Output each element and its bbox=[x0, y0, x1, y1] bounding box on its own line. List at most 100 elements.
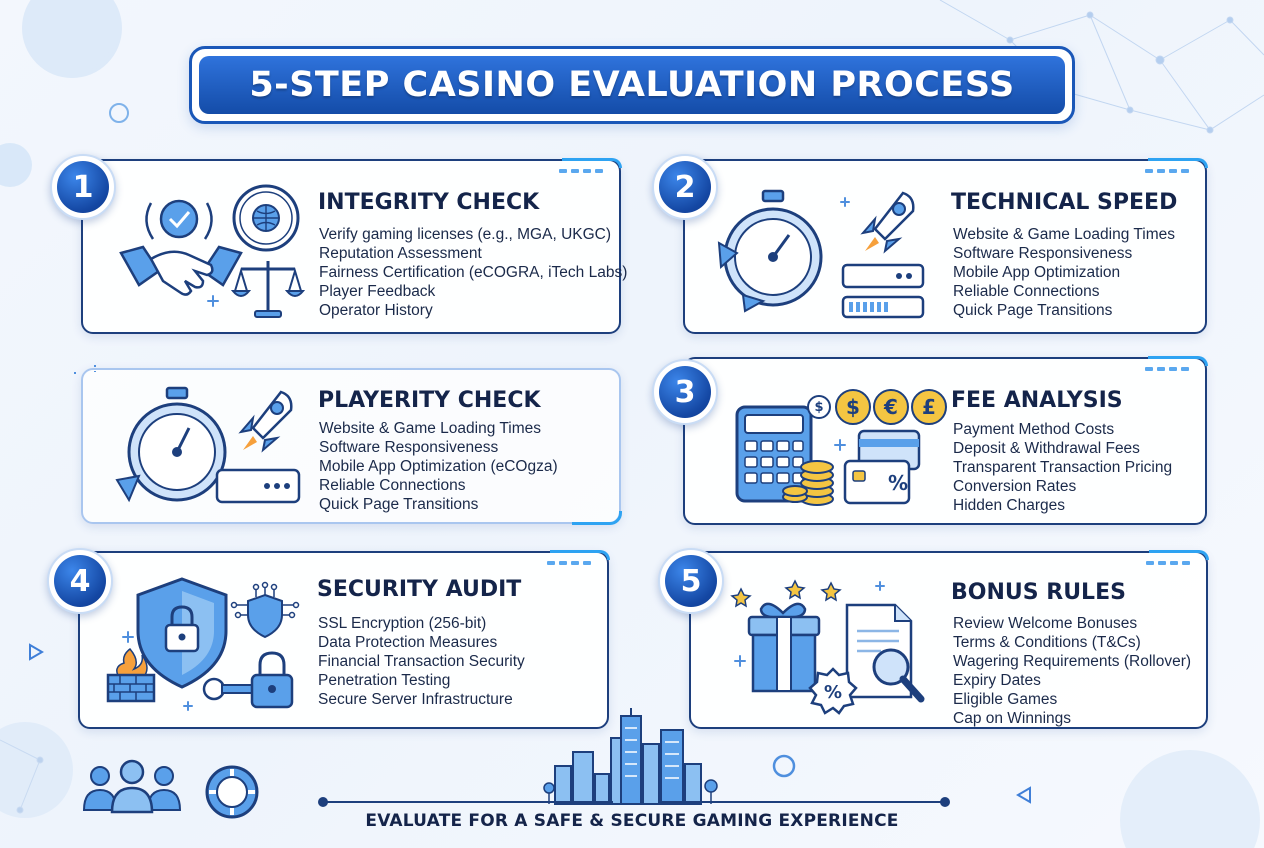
list-item: Reliable Connections bbox=[319, 477, 466, 494]
step-number: 5 bbox=[665, 555, 717, 607]
step-badge-3: 3 bbox=[652, 359, 718, 425]
title-banner: 5-STEP CASINO EVALUATION PROCESS bbox=[189, 46, 1075, 124]
step-number: 2 bbox=[659, 161, 711, 213]
list-item: Website & Game Loading Times bbox=[319, 420, 541, 437]
step-badge-1: 1 bbox=[50, 154, 116, 220]
stopwatch-icon bbox=[717, 189, 823, 313]
list-item: Wagering Requirements (Rollover) bbox=[953, 653, 1192, 670]
list-item: Mobile App Optimization bbox=[953, 264, 1121, 281]
page-title: 5-STEP CASINO EVALUATION PROCESS bbox=[249, 65, 1015, 105]
card-security-audit: SECURITY AUDIT SSL Encryption (256-bit) … bbox=[78, 550, 610, 729]
footer-divider-left bbox=[323, 801, 613, 803]
document-search-icon bbox=[845, 603, 925, 703]
card-accent-corner bbox=[550, 550, 610, 560]
list-item: Secure Server Infrastructure bbox=[318, 691, 513, 708]
city-skyline-illustration bbox=[543, 708, 718, 805]
step-number: 3 bbox=[659, 366, 711, 418]
title-banner-fill: 5-STEP CASINO EVALUATION PROCESS bbox=[199, 56, 1065, 114]
integrity-illustration bbox=[119, 199, 243, 296]
step-badge-4: 4 bbox=[47, 548, 113, 614]
list-item: Reliable Connections bbox=[953, 283, 1100, 300]
card-item-list: Verify gaming licenses (e.g., MGA, UKGC)… bbox=[319, 225, 627, 320]
footer-divider-end-dot bbox=[940, 797, 950, 807]
stopwatch-icon bbox=[115, 386, 227, 503]
handshake-icon bbox=[119, 245, 243, 296]
coin-dollar: $ bbox=[835, 389, 871, 425]
card-dots bbox=[1145, 367, 1189, 371]
card-title: SECURITY AUDIT bbox=[317, 577, 522, 602]
card-accent-corner bbox=[562, 158, 622, 168]
list-item: Website & Game Loading Times bbox=[953, 226, 1175, 243]
server-icon bbox=[215, 468, 301, 504]
list-item: Fairness Certification (eCOGRA, iTech La… bbox=[319, 264, 628, 281]
list-item: Terms & Conditions (T&Cs) bbox=[953, 634, 1141, 651]
list-item: Operator History bbox=[319, 302, 433, 319]
credit-card-icon bbox=[843, 429, 921, 505]
footer-tagline: EVALUATE FOR A SAFE & SECURE GAMING EXPE… bbox=[365, 811, 899, 831]
list-item: Transparent Transaction Pricing bbox=[953, 459, 1173, 476]
list-item: Hidden Charges bbox=[953, 497, 1066, 514]
card-item-list: Website & Game Loading Times Software Re… bbox=[319, 419, 558, 514]
card-item-list: Review Welcome Bonuses Terms & Condition… bbox=[953, 614, 1191, 728]
card-accent-corner bbox=[1148, 158, 1208, 168]
rocket-icon bbox=[860, 191, 915, 254]
list-item: Software Responsiveness bbox=[953, 245, 1133, 262]
list-item: Review Welcome Bonuses bbox=[953, 615, 1138, 632]
key-padlock-icon bbox=[202, 651, 294, 709]
card-dots bbox=[1145, 169, 1189, 173]
rocket-icon bbox=[238, 390, 293, 453]
list-item: Mobile App Optimization (eCOgza) bbox=[319, 458, 558, 475]
list-item: Player Feedback bbox=[319, 283, 436, 300]
percent-symbol: % bbox=[888, 471, 909, 495]
list-item: Expiry Dates bbox=[953, 672, 1041, 689]
step-number: 1 bbox=[57, 161, 109, 213]
card-item-list: Payment Method Costs Deposit & Withdrawa… bbox=[953, 420, 1172, 515]
shield-lock-icon bbox=[136, 577, 228, 689]
card-accent-corner bbox=[572, 511, 622, 525]
step-badge-5: 5 bbox=[658, 548, 724, 614]
footer-divider-right bbox=[660, 801, 944, 803]
card-title: PLAYERITY CHECK bbox=[318, 388, 541, 413]
svg-text:%: % bbox=[824, 682, 842, 703]
coin-euro: € bbox=[873, 389, 909, 425]
card-accent-corner bbox=[1149, 550, 1209, 560]
card-playerity-check: PLAYERITY CHECK Website & Game Loading T… bbox=[81, 368, 622, 525]
laurel-badge-icon bbox=[145, 199, 213, 240]
list-item: SSL Encryption (256-bit) bbox=[318, 615, 487, 632]
server-icon bbox=[841, 263, 925, 319]
list-item: Cap on Winnings bbox=[953, 710, 1072, 727]
card-technical-speed: TECHNICAL SPEED Website & Game Loading T… bbox=[683, 158, 1208, 334]
list-item: Data Protection Measures bbox=[318, 634, 498, 651]
card-dots bbox=[547, 561, 591, 565]
list-item: Software Responsiveness bbox=[319, 439, 499, 456]
list-item: Conversion Rates bbox=[953, 478, 1077, 495]
coin-stack-icon bbox=[782, 460, 834, 506]
list-item: Penetration Testing bbox=[318, 672, 451, 689]
card-item-list: Website & Game Loading Times Software Re… bbox=[953, 225, 1175, 320]
step-badge-2: 2 bbox=[652, 154, 718, 220]
card-item-list: SSL Encryption (256-bit) Data Protection… bbox=[318, 614, 525, 709]
firewall-icon bbox=[106, 647, 156, 703]
people-group-icon bbox=[82, 759, 182, 814]
card-fee-analysis: % $ $ € £ FEE ANALYSIS Payment Method Co… bbox=[683, 356, 1208, 525]
coin-dollar-small: $ bbox=[807, 395, 831, 419]
list-item: Quick Page Transitions bbox=[319, 496, 479, 513]
licensed-seal-icon bbox=[232, 184, 300, 252]
card-title: FEE ANALYSIS bbox=[951, 388, 1123, 413]
list-item: Quick Page Transitions bbox=[953, 302, 1113, 319]
card-title: BONUS RULES bbox=[951, 580, 1126, 605]
card-bonus-rules: % BONUS RULES Review Welcome Bonuses Ter… bbox=[689, 550, 1209, 729]
percent-badge-icon: % bbox=[808, 667, 858, 715]
step-number: 4 bbox=[54, 555, 106, 607]
card-title: TECHNICAL SPEED bbox=[951, 190, 1178, 215]
coin-pound: £ bbox=[911, 389, 947, 425]
scales-icon bbox=[230, 261, 306, 318]
card-dots bbox=[559, 169, 603, 173]
list-item: Verify gaming licenses (e.g., MGA, UKGC) bbox=[319, 226, 612, 243]
circuit-shield-icon bbox=[230, 581, 300, 639]
gift-box-icon bbox=[730, 579, 842, 693]
list-item: Payment Method Costs bbox=[953, 421, 1115, 438]
casino-chip-icon bbox=[205, 765, 259, 819]
